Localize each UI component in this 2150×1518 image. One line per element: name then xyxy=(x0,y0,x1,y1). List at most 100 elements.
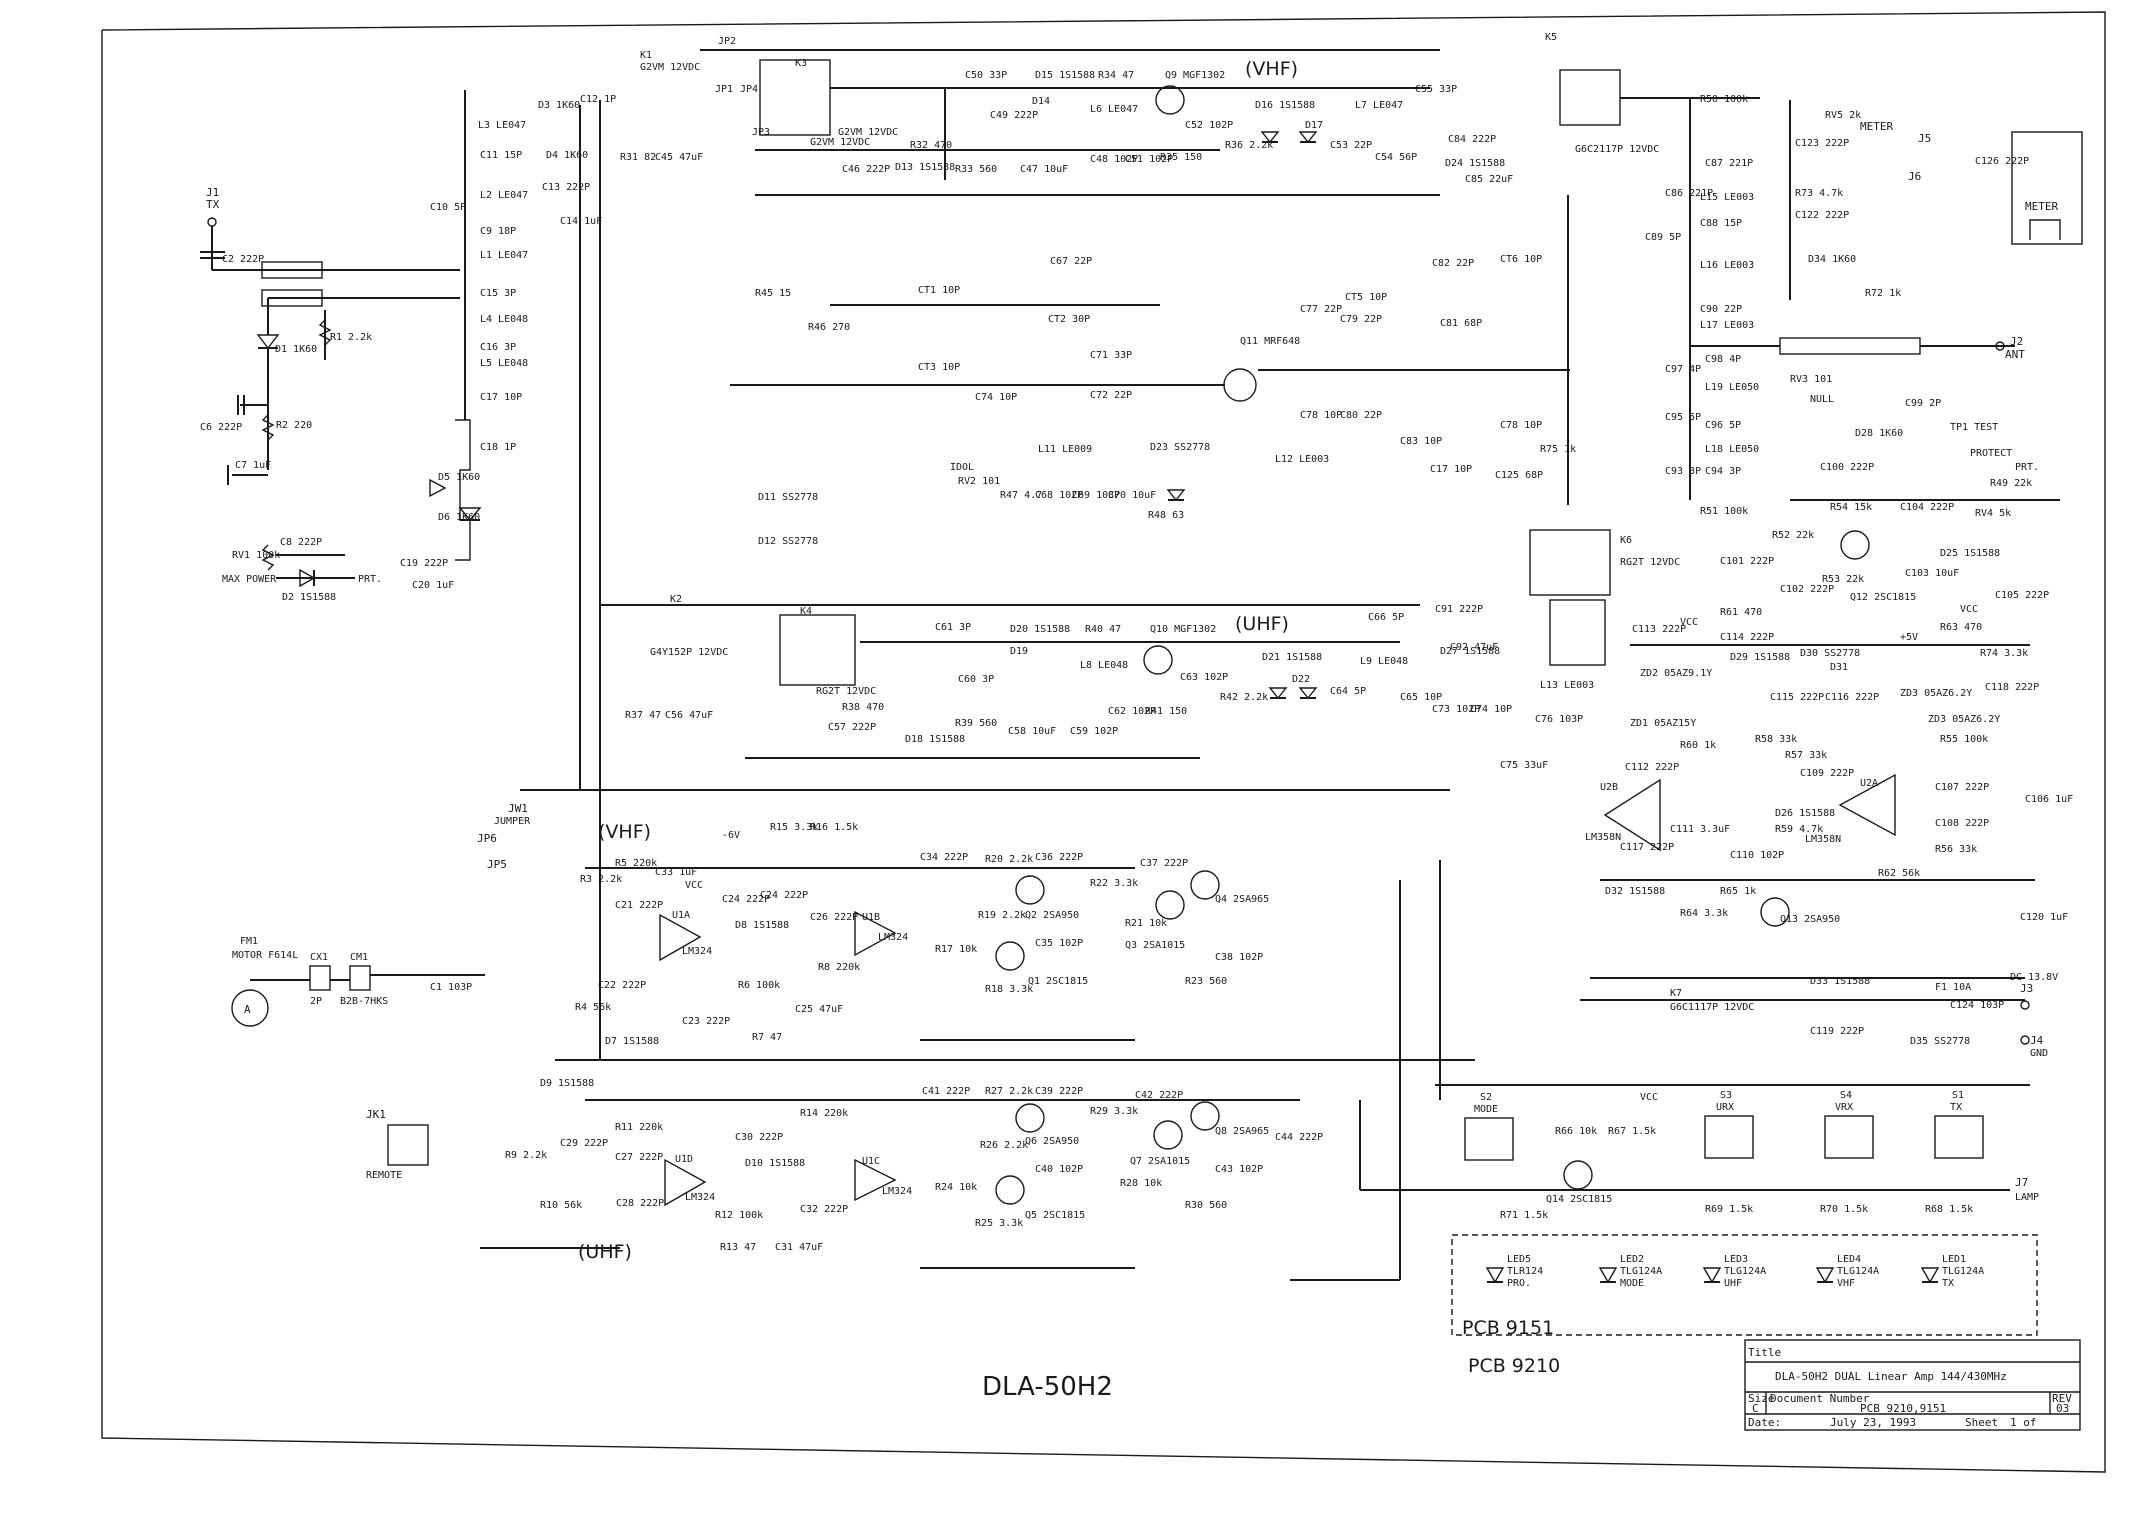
j1-connector-icon[interactable] xyxy=(207,217,217,227)
c109-label: C109 222P xyxy=(1800,768,1854,779)
sheet-title: DLA-50H2 xyxy=(982,1372,1113,1402)
c52-label: C52 102P xyxy=(1185,120,1233,131)
ct5-label: CT5 10P xyxy=(1345,292,1387,303)
size-value: C xyxy=(1752,1402,1759,1415)
c87-label: C87 221P xyxy=(1705,158,1753,169)
l6-label: L6 LE047 xyxy=(1090,104,1138,115)
r21-label: R21 10k xyxy=(1125,918,1167,929)
c98-label: C98 4P xyxy=(1705,354,1741,365)
uhf-preamp: (UHF) K2 G4Y152P 12VDC K4 RG2T 12VDC C61… xyxy=(600,492,1594,771)
q8-transistor-icon xyxy=(1190,1101,1220,1131)
r61-label: R61 470 xyxy=(1720,607,1762,618)
led-part-label: TLR124 xyxy=(1507,1266,1543,1277)
r41-label: R41 150 xyxy=(1145,706,1187,717)
c55-label: C55 33P xyxy=(1415,84,1457,95)
r22-label: R22 3.3k xyxy=(1090,878,1138,889)
j2-connector-icon[interactable] xyxy=(1995,341,2005,351)
r70-label: R70 1.5k xyxy=(1820,1204,1868,1215)
k7-sub-label: G6C1117P 12VDC xyxy=(1670,1002,1754,1013)
protect-label: PROTECT xyxy=(1970,448,2012,459)
motor-icon xyxy=(231,989,269,1027)
c17-label: C17 10P xyxy=(480,392,522,403)
zd2-label: ZD2 05AZ9.1Y xyxy=(1640,668,1712,679)
s3-label: S3 xyxy=(1720,1090,1732,1101)
svg-text:A: A xyxy=(244,1003,251,1016)
l18-label: L18 LE050 xyxy=(1705,444,1759,455)
c88-label: C88 15P xyxy=(1700,218,1742,229)
vcc-label-b: VCC xyxy=(1960,604,1978,615)
k6-relay-icon xyxy=(1529,529,1611,596)
l16-label: L16 LE003 xyxy=(1700,260,1754,271)
u2b-label: U2B xyxy=(1600,782,1618,793)
r47-label: R47 4.7 xyxy=(1000,490,1042,501)
vhf-detector: (VHF) -6V R15 3.3k R16 1.5k R5 220k C33 … xyxy=(477,802,1269,1047)
c94-label: C94 3P xyxy=(1705,466,1741,477)
led-part-label: TLG124A xyxy=(1724,1266,1766,1277)
cm1-connector-icon[interactable] xyxy=(349,965,371,991)
c39-label: C39 222P xyxy=(1035,1086,1083,1097)
k5-label: K5 xyxy=(1545,32,1557,43)
r6-label: R6 100k xyxy=(738,980,780,991)
r27-label: R27 2.2k xyxy=(985,1086,1033,1097)
c28-label: C28 222P xyxy=(616,1198,664,1209)
sheet-border xyxy=(101,11,2106,1473)
jk1-label: JK1 xyxy=(366,1108,386,1121)
cx1-sub-label: 2P xyxy=(310,996,322,1007)
r33-label: R33 560 xyxy=(955,164,997,175)
rv1-label: RV1 100k xyxy=(232,550,280,561)
c105-label: C105 222P xyxy=(1995,590,2049,601)
r75-label: R75 1k xyxy=(1540,444,1576,455)
r74-label: R74 3.3k xyxy=(1980,648,2028,659)
k5-sub-label: G6C2117P 12VDC xyxy=(1575,144,1659,155)
jk1-jack-icon[interactable] xyxy=(387,1124,429,1166)
s3-urx-switch[interactable] xyxy=(1704,1115,1754,1159)
r72-label: R72 1k xyxy=(1865,288,1901,299)
d35-label: D35 SS2778 xyxy=(1910,1036,1970,1047)
pcb-9151-frame: PCB 9151 xyxy=(1451,1234,2038,1339)
q7-transistor-icon xyxy=(1153,1120,1183,1150)
s1-tx-switch[interactable] xyxy=(1934,1115,1984,1159)
c107-label: C107 222P xyxy=(1935,782,1989,793)
c123-label: C123 222P xyxy=(1795,138,1849,149)
q10-transistor-icon xyxy=(1143,645,1173,675)
s2-mode-switch[interactable] xyxy=(1464,1117,1514,1161)
l17-label: L17 LE003 xyxy=(1700,320,1754,331)
r32-label: R32 470 xyxy=(910,140,952,151)
d20-label: D20 1S1588 xyxy=(1010,624,1070,635)
jp4-label: JP4 xyxy=(740,84,758,95)
c51-label: C51 102P xyxy=(1125,154,1173,165)
cx1-connector-icon[interactable] xyxy=(309,965,331,991)
r14-label: R14 220k xyxy=(800,1108,848,1119)
c78-label: C78 10P xyxy=(1300,410,1342,421)
r71-label: R71 1.5k xyxy=(1500,1210,1548,1221)
c84-label: C84 222P xyxy=(1448,134,1496,145)
c19-label: C19 222P xyxy=(400,558,448,569)
meter-box xyxy=(2011,131,2083,245)
vhf-tag-top: (VHF) xyxy=(1245,58,1298,80)
d17-label: D17 xyxy=(1305,120,1323,131)
jp2-label: JP2 xyxy=(718,36,736,47)
r50-label: R50 100k xyxy=(1700,94,1748,105)
led-ref-label: LED5 xyxy=(1507,1254,1531,1265)
k6-label: K6 xyxy=(1620,535,1632,546)
c1-label: C1 103P xyxy=(430,982,472,993)
k5-relay-icon xyxy=(1559,69,1621,126)
jw1-sub-label: JUMPER xyxy=(494,816,531,827)
ct6-label: CT6 10P xyxy=(1500,254,1542,265)
q11-label: Q11 MRF648 xyxy=(1240,336,1300,347)
output-filter: K5 G6C2117P 12VDC R50 100k C84 222P D24 … xyxy=(1445,32,2025,666)
s4-vrx-switch[interactable] xyxy=(1824,1115,1874,1159)
c34-label: C34 222P xyxy=(920,852,968,863)
r68-label: R68 1.5k xyxy=(1925,1204,1973,1215)
j3-connector-icon[interactable] xyxy=(2020,1000,2030,1010)
r65-label: R65 1k xyxy=(1720,886,1756,897)
c75-label: C75 33uF xyxy=(1500,760,1548,771)
r15-label: R15 3.3k xyxy=(770,822,818,833)
c6-label: C6 222P xyxy=(200,422,242,433)
led-function-label: MODE xyxy=(1620,1278,1644,1289)
r23-label: R23 560 xyxy=(1185,976,1227,987)
j7-label: J7 xyxy=(2015,1176,2028,1189)
j4-connector-icon[interactable] xyxy=(2020,1035,2030,1045)
c71-label: C71 33P xyxy=(1090,350,1132,361)
